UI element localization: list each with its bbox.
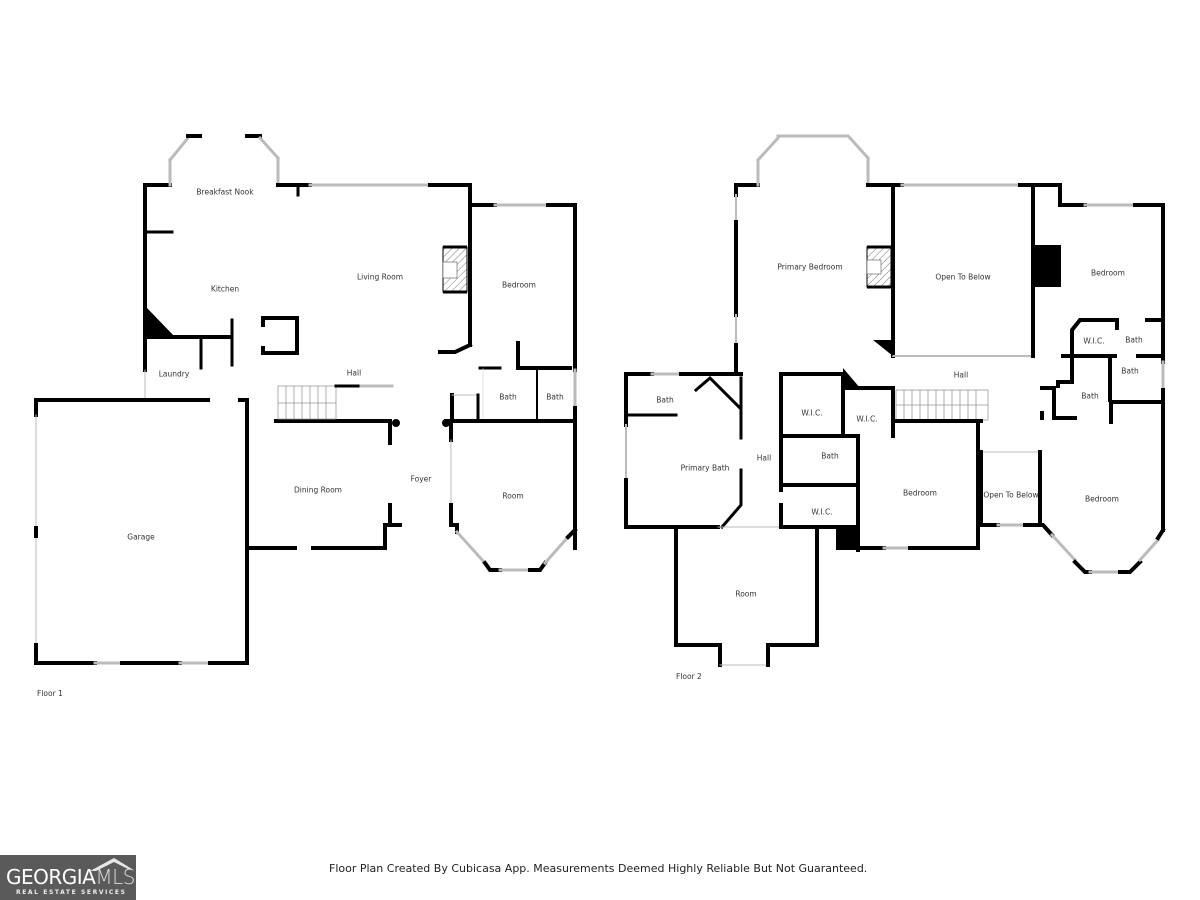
room-label-bedroom: Bedroom: [1091, 268, 1125, 278]
floor-1-label: Floor 1: [37, 689, 63, 698]
room-label-open-to-below: Open To Below: [935, 272, 991, 282]
room-label-living-room: Living Room: [356, 272, 404, 282]
room-label-hall: Hall: [953, 370, 969, 380]
room-label-dining-room: Dining Room: [294, 485, 342, 495]
room-label-room: Room: [735, 589, 757, 599]
room-label-primary-bath: Primary Bath: [680, 463, 730, 473]
logo-wordmark: GEORGIAMLS: [6, 865, 135, 889]
room-label-bath: Bath: [1121, 366, 1139, 376]
room-label-bedroom: Bedroom: [1085, 494, 1119, 504]
room-label-breakfast-nook: Breakfast Nook: [196, 187, 254, 197]
room-label-foyer: Foyer: [410, 474, 432, 484]
disclaimer-note: Floor Plan Created By Cubicasa App. Meas…: [329, 862, 868, 875]
room-label-laundry: Laundry: [158, 369, 190, 379]
room-label-hall: Hall: [756, 453, 772, 463]
room-label-wic: W.I.C.: [856, 414, 878, 424]
room-label-room: Room: [502, 491, 524, 501]
room-label-primary-bedroom: Primary Bedroom: [777, 262, 843, 272]
floor-1-walls: [34, 134, 578, 665]
room-label-bath: Bath: [546, 392, 564, 402]
room-label-bedroom: Bedroom: [502, 280, 536, 290]
room-label-kitchen: Kitchen: [210, 284, 240, 294]
room-label-bedroom: Bedroom: [903, 488, 937, 498]
room-label-bath: Bath: [656, 395, 674, 405]
room-label-bath: Bath: [1081, 391, 1099, 401]
floor-2-label: Floor 2: [676, 672, 702, 681]
logo-tagline: REAL ESTATE SERVICES: [16, 889, 127, 896]
room-label-garage: Garage: [127, 532, 155, 542]
room-label-wic: W.I.C.: [811, 507, 833, 517]
room-label-hall: Hall: [346, 368, 362, 378]
room-label-bath: Bath: [499, 392, 517, 402]
room-label-wic: W.I.C.: [801, 408, 823, 418]
floor-2-walls: [624, 134, 1166, 667]
room-label-bath: Bath: [821, 451, 839, 461]
room-label-open-to-below: Open To Below: [983, 490, 1039, 500]
room-label-wic: W.I.C.: [1083, 336, 1105, 346]
room-label-bath: Bath: [1125, 335, 1143, 345]
roof-icon: [90, 858, 132, 871]
georgia-mls-logo: GEORGIAMLS REAL ESTATE SERVICES: [0, 855, 136, 900]
